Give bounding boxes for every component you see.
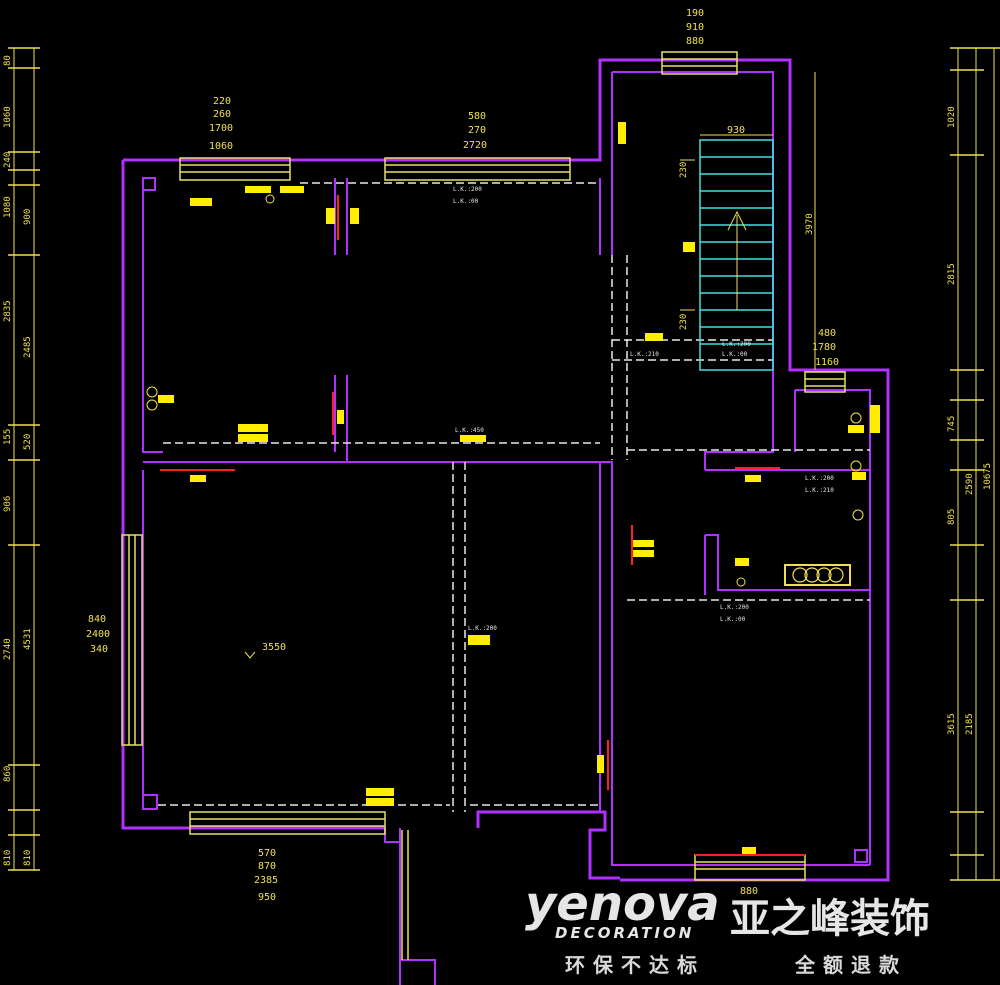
- dim-top-left-2: 260: [213, 109, 231, 120]
- dim-right-mid-2: 1780: [812, 342, 836, 353]
- note-lk-lower-a: L.K.:200: [720, 604, 749, 611]
- dim-bottom-3: 2385: [254, 875, 278, 886]
- dim-top-mid-1: 580: [468, 111, 486, 122]
- brand-sub: DECORATION: [555, 924, 694, 942]
- left-dimension-chain: 80 1060 240 1080 2835 155 906 2740 860 8…: [3, 47, 40, 871]
- dim-left-in-3: 520: [23, 434, 33, 450]
- dim-left-5: 2835: [3, 300, 13, 322]
- dim-left-9: 2740: [3, 638, 13, 660]
- dim-bottom-right: 880: [740, 886, 758, 897]
- note-lk-stair-b: L.K.:00: [722, 351, 748, 358]
- dim-right-in-2: 2185: [965, 713, 975, 735]
- room-area-label: 3550: [262, 642, 286, 653]
- right-dimension-chain: 1020 2815 745 805 3615 2590 2185 10675: [947, 47, 1000, 881]
- dim-bottom-4: 950: [258, 892, 276, 903]
- dim-left-in-4: 4531: [23, 628, 33, 650]
- note-lk-stair-c: L.K.:210: [630, 351, 659, 358]
- dim-right-in-1: 2590: [965, 473, 975, 495]
- dim-left-12: 810: [3, 850, 13, 866]
- dim-right-1: 1020: [947, 106, 957, 128]
- dashed-lines: [158, 182, 870, 812]
- dim-left-2: 1060: [3, 106, 13, 128]
- note-lk-bath-a: L.K.:200: [805, 475, 834, 482]
- dim-left-1: 80: [3, 55, 13, 66]
- dim-right-2: 2815: [947, 263, 957, 285]
- note-lk-mid: L.K.:450: [455, 427, 484, 434]
- dim-top-mid-3: 2720: [463, 140, 487, 151]
- dim-right-total: 10675: [983, 463, 993, 490]
- dim-bottom-1: 570: [258, 848, 276, 859]
- dim-left-window-1: 840: [88, 614, 106, 625]
- dim-top-left-1: 220: [213, 96, 231, 107]
- dim-stair-run: 3970: [805, 213, 815, 235]
- dim-top-left-3: 1700: [209, 123, 233, 134]
- dim-left-10: 860: [3, 766, 13, 782]
- dim-stair-width: 930: [727, 125, 745, 136]
- note-lk-bath-b: L.K.:210: [805, 487, 834, 494]
- dim-left-3: 240: [3, 152, 13, 168]
- dim-bottom-2: 870: [258, 861, 276, 872]
- dim-left-in-2: 2485: [23, 336, 33, 358]
- dim-right-5: 805: [947, 509, 957, 525]
- note-lk-top-b: L.K.:00: [453, 198, 479, 205]
- brand-logo: yenova: [525, 876, 720, 932]
- dim-right-mid-3: 1160: [815, 357, 839, 368]
- dim-left-in-1: 900: [23, 209, 33, 225]
- notes: L.K.:200 L.K.:00 L.K.:450 L.K.:200 L.K.:…: [453, 186, 834, 632]
- dim-left-window-3: 340: [90, 644, 108, 655]
- dim-left-6: 155: [3, 429, 13, 445]
- dim-right-mid-1: 480: [818, 328, 836, 339]
- slogan-right: 全额退款: [794, 953, 907, 977]
- dim-stair-step-top: 230: [679, 162, 689, 178]
- note-lk-vertical: L.K.:200: [468, 625, 497, 632]
- dim-left-4: 1080: [3, 196, 13, 218]
- top-dimensions: 220 260 1700 1060 580 270 2720 190 910 8…: [209, 8, 704, 152]
- brand-name-cn: 亚之峰装饰: [730, 896, 930, 942]
- dim-top-stair-1: 190: [686, 8, 704, 19]
- dim-right-6: 3615: [947, 713, 957, 735]
- windows: [121, 51, 846, 960]
- slogan-left: 环保不达标: [565, 953, 705, 977]
- dim-top-left-4: 1060: [209, 141, 233, 152]
- note-lk-stair: L.K.:200: [722, 341, 751, 348]
- dim-right-3: 745: [947, 416, 957, 432]
- staircase: 930 3970 230 230: [679, 72, 816, 371]
- dim-left-window-2: 2400: [86, 629, 110, 640]
- right-room-dimensions: 480 1780 1160 840 2400 340 570 870 2385 …: [86, 328, 839, 903]
- dim-top-stair-3: 880: [686, 36, 704, 47]
- dim-top-mid-2: 270: [468, 125, 486, 136]
- note-lk-lower-b: L.K.:00: [720, 616, 746, 623]
- dim-top-stair-2: 910: [686, 22, 704, 33]
- brand-watermark: yenova DECORATION 亚之峰装饰 环保不达标 全额退款: [525, 876, 930, 977]
- fixtures: [146, 122, 880, 856]
- note-lk-top-a: L.K.:200: [453, 186, 482, 193]
- dim-stair-step-bottom: 230: [679, 314, 689, 330]
- dim-left-in-5: 810: [23, 850, 33, 866]
- dim-left-8: 906: [3, 496, 13, 512]
